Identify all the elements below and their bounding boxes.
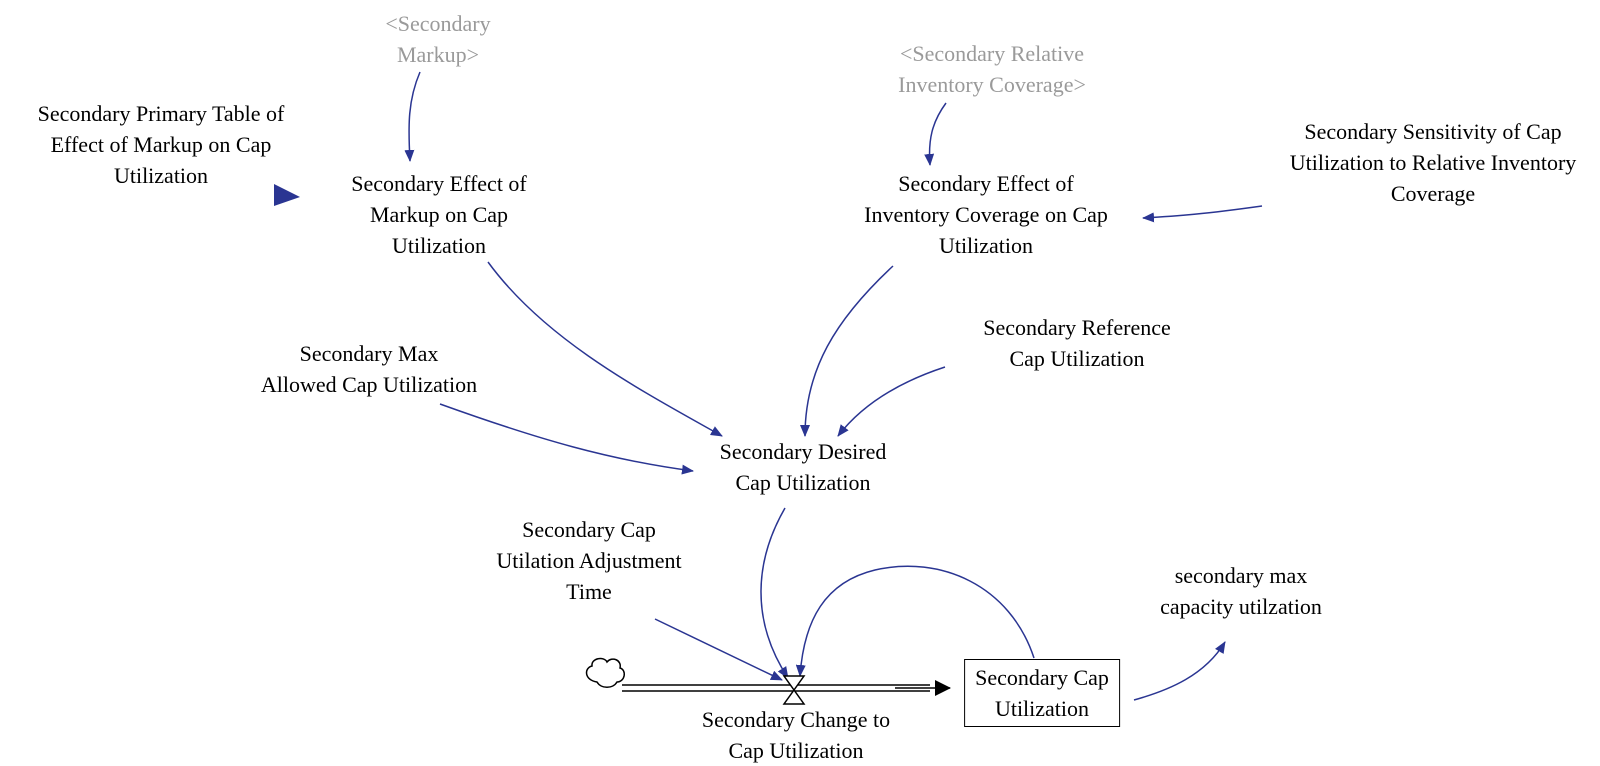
node-line: Utilization (113, 163, 209, 188)
link-effect-of-markup-to-desired (487, 261, 723, 437)
node-line: Cap Utilization (1009, 346, 1145, 371)
node-line: Utilation Adjustment (496, 548, 682, 573)
secondary-max-capacity-utilzation-variable[interactable]: secondary max capacity utilzation (1160, 560, 1322, 622)
link-desired-to-change (760, 507, 789, 679)
secondary-effect-of-markup-variable[interactable]: Secondary Effect of Markup on Cap Utiliz… (351, 168, 527, 261)
flow-pipe (622, 680, 951, 696)
node-line: Secondary Primary Table of (37, 101, 285, 126)
node-line: Secondary Reference (983, 315, 1171, 340)
node-line: Secondary Sensitivity of Cap (1304, 119, 1562, 144)
node-line: Markup on Cap (369, 202, 509, 227)
link-adjustment-time-to-change (654, 618, 783, 681)
valve-icon (782, 675, 806, 705)
node-line: Utilization (938, 233, 1034, 258)
secondary-cap-utilation-adjustment-time-variable[interactable]: Secondary Cap Utilation Adjustment Time (496, 514, 681, 607)
link-max-allowed-to-desired (439, 403, 694, 475)
node-line: Secondary Desired (719, 439, 887, 464)
secondary-reference-cap-utilization-variable[interactable]: Secondary Reference Cap Utilization (983, 312, 1171, 374)
node-line: capacity utilzation (1160, 594, 1322, 619)
node-line: <Secondary (385, 11, 491, 36)
node-line: <Secondary Relative (899, 41, 1085, 66)
secondary-relative-inventory-coverage-shadow-variable[interactable]: <Secondary Relative Inventory Coverage> (898, 38, 1086, 100)
node-line: Secondary Effect of (351, 171, 527, 196)
node-line: Cap Utilization (728, 738, 864, 763)
node-line: Inventory Coverage> (898, 72, 1086, 97)
link-reference-to-desired (837, 366, 946, 437)
secondary-max-allowed-cap-utilization-variable[interactable]: Secondary Max Allowed Cap Utilization (261, 338, 477, 400)
secondary-cap-utilization-stock[interactable]: Secondary Cap Utilization (964, 659, 1120, 727)
node-line: Coverage (1390, 181, 1476, 206)
node-line: Utilization to Relative Inventory (1289, 150, 1577, 175)
link-markup-to-effect-of-markup (404, 71, 421, 162)
node-line: Secondary Effect of (898, 171, 1074, 196)
node-line: Utilization (994, 696, 1090, 721)
secondary-effect-of-inventory-coverage-variable[interactable]: Secondary Effect of Inventory Coverage o… (864, 168, 1108, 261)
node-line: Allowed Cap Utilization (260, 372, 478, 397)
link-stock-to-change (795, 565, 1035, 677)
link-inventory-coverage-to-effect-of-inventory (924, 102, 947, 166)
link-stock-to-max-capacity (1133, 641, 1226, 701)
node-line: Effect of Markup on Cap (50, 132, 272, 157)
node-line: Inventory Coverage on Cap (864, 202, 1108, 227)
node-line: secondary max (1174, 563, 1308, 588)
node-line: Utilization (391, 233, 487, 258)
node-line: Cap Utilization (735, 470, 871, 495)
secondary-markup-shadow-variable[interactable]: <Secondary Markup> (385, 8, 490, 70)
node-line: Secondary Cap (975, 665, 1109, 690)
link-effect-of-inventory-to-desired (800, 265, 894, 437)
secondary-desired-cap-utilization-variable[interactable]: Secondary Desired Cap Utilization (720, 436, 887, 498)
secondary-sensitivity-of-cap-utilization-variable[interactable]: Secondary Sensitivity of Cap Utilization… (1290, 116, 1577, 209)
arrowhead-primary-table (274, 184, 300, 206)
cloud-source-icon (585, 657, 625, 688)
node-line: Secondary Cap (522, 517, 656, 542)
node-line: Markup> (396, 42, 480, 67)
link-sensitivity-to-effect-of-inventory (1142, 205, 1263, 223)
node-line: Secondary Max (299, 341, 439, 366)
node-line: Time (566, 579, 612, 604)
secondary-change-to-cap-utilization-flow[interactable]: Secondary Change to Cap Utilization (702, 704, 890, 766)
node-line: Secondary Change to (701, 707, 891, 732)
secondary-primary-table-of-effect-of-markup-variable[interactable]: Secondary Primary Table of Effect of Mar… (38, 98, 285, 191)
